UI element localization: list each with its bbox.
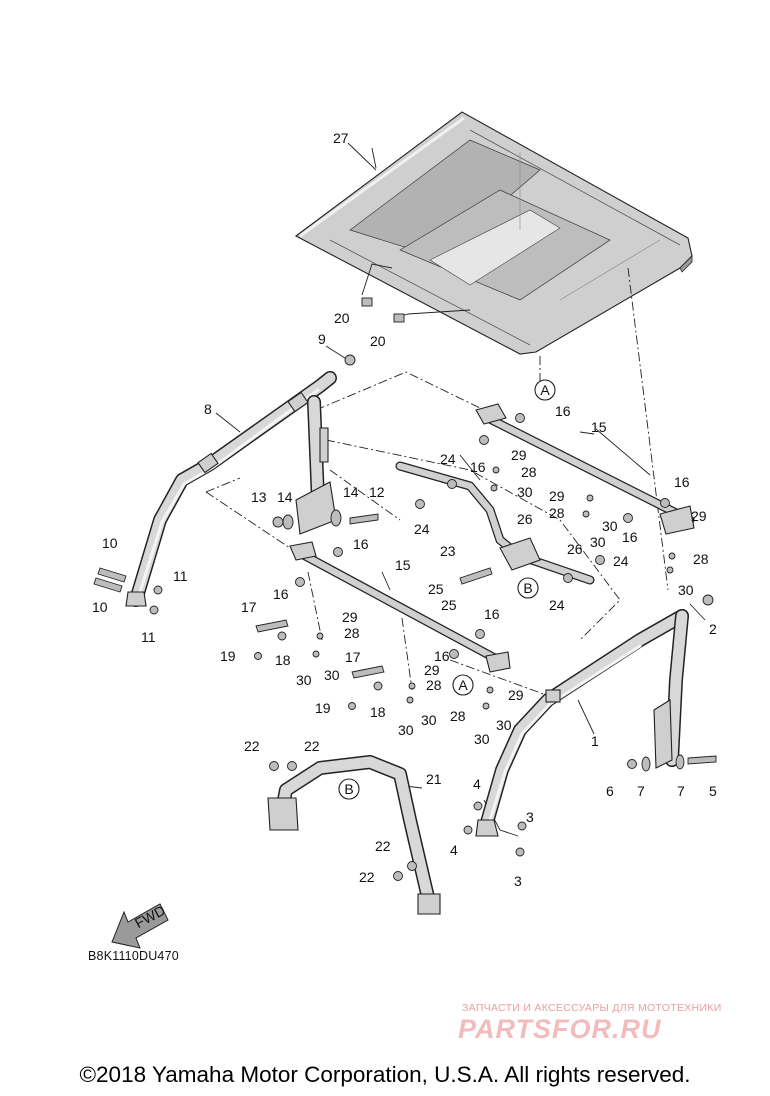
callout-30: 30: [474, 731, 490, 747]
callout-24: 24: [414, 521, 430, 537]
callout-6: 6: [606, 783, 614, 799]
front-frame-1: [475, 609, 689, 837]
callout-14: 14: [343, 484, 359, 500]
watermark-logo: PARTSFOR.RU: [458, 1014, 662, 1044]
reference-mark-a-lower: A: [458, 677, 468, 693]
callout-22: 22: [304, 738, 320, 754]
callout-24: 24: [549, 597, 565, 613]
callout-24: 24: [440, 451, 456, 467]
callout-28: 28: [426, 677, 442, 693]
callout-30: 30: [421, 712, 437, 728]
leader-lines: [205, 142, 706, 837]
callout-16: 16: [273, 586, 289, 602]
callout-1: 1: [591, 733, 599, 749]
callout-29: 29: [508, 687, 524, 703]
callout-30: 30: [602, 518, 618, 534]
reference-mark-b-lower: B: [344, 781, 353, 797]
callout-22: 22: [375, 838, 391, 854]
callout-3: 3: [526, 809, 534, 825]
callout-14: 14: [277, 489, 293, 505]
callout-15: 15: [591, 419, 607, 435]
reference-mark-a-top: A: [540, 382, 550, 398]
watermark-tagline: ЗАПЧАСТИ И АКСЕССУАРЫ ДЛЯ МОТОТЕХНИКИ: [462, 1002, 722, 1014]
callout-8: 8: [204, 401, 212, 417]
callout-19: 19: [315, 700, 331, 716]
callout-26: 26: [517, 511, 533, 527]
callout-5: 5: [709, 783, 717, 799]
callout-16: 16: [434, 648, 450, 664]
callout-25: 25: [428, 581, 444, 597]
lower-brace-21: [267, 755, 441, 915]
callout-30: 30: [398, 722, 414, 738]
callout-17: 17: [345, 649, 361, 665]
callout-26: 26: [567, 541, 583, 557]
side-tube-left: [125, 371, 337, 607]
callout-28: 28: [549, 505, 565, 521]
callout-21: 21: [426, 771, 442, 787]
callout-29: 29: [511, 447, 527, 463]
callout-17: 17: [241, 599, 257, 615]
callout-29: 29: [691, 508, 707, 524]
roof-panel: [294, 111, 693, 355]
curved-bar-23: [395, 461, 595, 585]
callout-29: 29: [549, 488, 565, 504]
callout-28: 28: [693, 551, 709, 567]
callout-10: 10: [92, 599, 108, 615]
callout-11: 11: [173, 568, 188, 584]
callout-11: 11: [141, 629, 156, 645]
callout-30: 30: [590, 534, 606, 550]
callout-13: 13: [251, 489, 267, 505]
cross-bar-rear: [475, 403, 695, 535]
callout-4: 4: [450, 842, 458, 858]
callout-3: 3: [514, 873, 522, 889]
callout-15: 15: [395, 557, 411, 573]
reference-marks: A B A B: [338, 379, 556, 800]
cross-bar-front: [289, 541, 511, 673]
callout-22: 22: [359, 869, 375, 885]
callout-labels: 27 20 20 9 8 16 15 24 16 29 28 30 16 29 …: [92, 130, 717, 889]
callout-16: 16: [484, 606, 500, 622]
callout-7: 7: [677, 783, 685, 799]
reference-mark-b-upper: B: [523, 580, 532, 596]
callout-30: 30: [296, 672, 312, 688]
callout-29: 29: [424, 662, 440, 678]
callout-18: 18: [370, 704, 386, 720]
callout-12: 12: [369, 484, 385, 500]
callout-20: 20: [334, 310, 350, 326]
pillar-bracket-left: [295, 395, 337, 535]
callout-4: 4: [473, 776, 481, 792]
callout-7: 7: [637, 783, 645, 799]
callout-10: 10: [102, 535, 118, 551]
callout-25: 25: [441, 597, 457, 613]
callout-16: 16: [555, 403, 571, 419]
callout-22: 22: [244, 738, 260, 754]
callout-16: 16: [622, 529, 638, 545]
fwd-arrow-icon: FWD: [111, 902, 169, 949]
copyright-notice: ©2018 Yamaha Motor Corporation, U.S.A. A…: [79, 1062, 691, 1087]
callout-24: 24: [613, 553, 629, 569]
callout-30: 30: [678, 582, 694, 598]
callout-19: 19: [220, 648, 236, 664]
diagram-code: B8K1110DU470: [88, 949, 179, 963]
callout-30: 30: [517, 484, 533, 500]
callout-20: 20: [370, 333, 386, 349]
callout-16: 16: [470, 459, 486, 475]
callout-29: 29: [342, 609, 358, 625]
callout-30: 30: [496, 717, 512, 733]
callout-30: 30: [324, 667, 340, 683]
callout-27: 27: [333, 130, 349, 146]
callout-9: 9: [318, 331, 326, 347]
callout-23: 23: [440, 543, 456, 559]
callout-18: 18: [275, 652, 291, 668]
callout-2: 2: [709, 621, 717, 637]
callout-28: 28: [450, 708, 466, 724]
hardware: [93, 297, 717, 881]
callout-16: 16: [674, 474, 690, 490]
callout-28: 28: [344, 625, 360, 641]
callout-16: 16: [353, 536, 369, 552]
callout-28: 28: [521, 464, 537, 480]
